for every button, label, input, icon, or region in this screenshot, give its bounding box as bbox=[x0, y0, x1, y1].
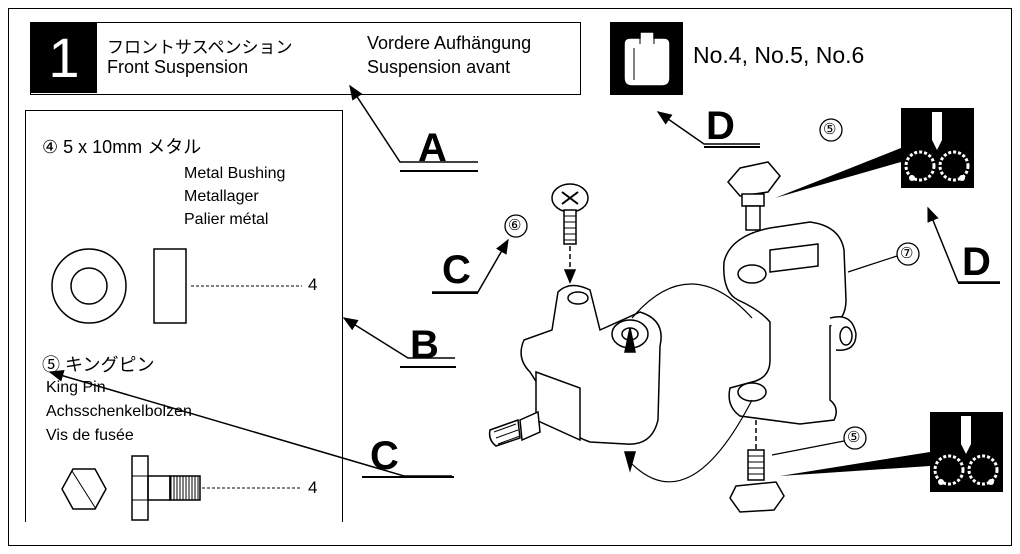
part-5-lower-marker bbox=[843, 426, 867, 450]
part-4-name-en: Metal Bushing bbox=[184, 165, 286, 182]
part-4-name-jp: メタル bbox=[147, 137, 202, 157]
callout-b-arrow bbox=[342, 317, 455, 359]
part-6-marker bbox=[504, 214, 528, 238]
callout-a: A bbox=[418, 126, 447, 170]
step-number: 1 bbox=[31, 23, 97, 93]
c-hub-drawing bbox=[723, 221, 857, 425]
part-5-id: ⑤ bbox=[42, 355, 60, 375]
parts-list: ④ 5 x 10mm メタル Metal Bushing Metallager … bbox=[25, 110, 343, 522]
part-7-label: ⑦ bbox=[900, 245, 914, 262]
king-pin-icon bbox=[61, 455, 302, 521]
callout-c-lower: C bbox=[370, 434, 399, 478]
callout-b: B bbox=[410, 323, 439, 367]
part-4-name-fr: Palier métal bbox=[184, 211, 269, 228]
grease-gear-icon bbox=[775, 108, 974, 198]
callout-d-upper-underline bbox=[704, 146, 760, 148]
callout-c-lower-underline bbox=[362, 476, 454, 478]
step-header: 1 フロントサスペンション Front Suspension Vordere A… bbox=[30, 22, 581, 95]
part-5-qty: 4 bbox=[308, 478, 318, 497]
step-title-fr: Suspension avant bbox=[367, 57, 511, 77]
part-5-name-jp: キングピン bbox=[65, 355, 155, 375]
part-5-name-de: Achsschenkelbolzen bbox=[46, 403, 192, 420]
callout-d-upper: D bbox=[706, 104, 735, 148]
part-5-lower-label: ⑤ bbox=[847, 429, 861, 446]
part-5-name-fr: Vis de fusée bbox=[46, 427, 134, 444]
callout-b-underline bbox=[400, 366, 456, 368]
part-4-id: ④ bbox=[42, 137, 59, 157]
callout-d-lower-underline bbox=[958, 282, 1000, 284]
step-title-en: Front Suspension bbox=[107, 57, 249, 77]
part-5-line: ⑤ キングピン bbox=[42, 351, 154, 377]
callout-a-arrow bbox=[349, 84, 478, 163]
part-7-marker bbox=[896, 242, 920, 266]
page-frame bbox=[8, 8, 1012, 546]
part-6-label: ⑥ bbox=[508, 217, 522, 234]
step-title-jp: フロントサスペンション bbox=[107, 38, 293, 57]
part-4-line: ④ 5 x 10mm メタル bbox=[42, 133, 201, 159]
part-5-upper-marker bbox=[819, 118, 843, 142]
hex-wrench-icon bbox=[610, 22, 683, 95]
callout-d-lower: D bbox=[962, 240, 991, 284]
callout-c-upper-underline bbox=[432, 292, 478, 294]
step-title-de: Vordere Aufhängung bbox=[367, 33, 532, 53]
part-4-spec: 5 x 10mm bbox=[63, 137, 143, 157]
grease-gear-icon-lower bbox=[780, 412, 1003, 492]
parts-drawings bbox=[51, 248, 302, 521]
part-4-qty: 4 bbox=[308, 275, 318, 294]
callout-d-upper-arrow bbox=[656, 111, 760, 145]
part-5-upper-label: ⑤ bbox=[823, 121, 837, 138]
metal-bushing-icon bbox=[51, 248, 302, 324]
kingpin-lower-drawing bbox=[729, 420, 785, 513]
callout-c-upper: C bbox=[442, 248, 471, 292]
screw-6-drawing bbox=[551, 183, 589, 284]
knuckle-drawing bbox=[488, 284, 662, 473]
callout-a-underline bbox=[400, 170, 478, 172]
part-4-name-de: Metallager bbox=[184, 188, 259, 205]
tool-numbers: No.4, No.5, No.6 bbox=[693, 42, 865, 68]
